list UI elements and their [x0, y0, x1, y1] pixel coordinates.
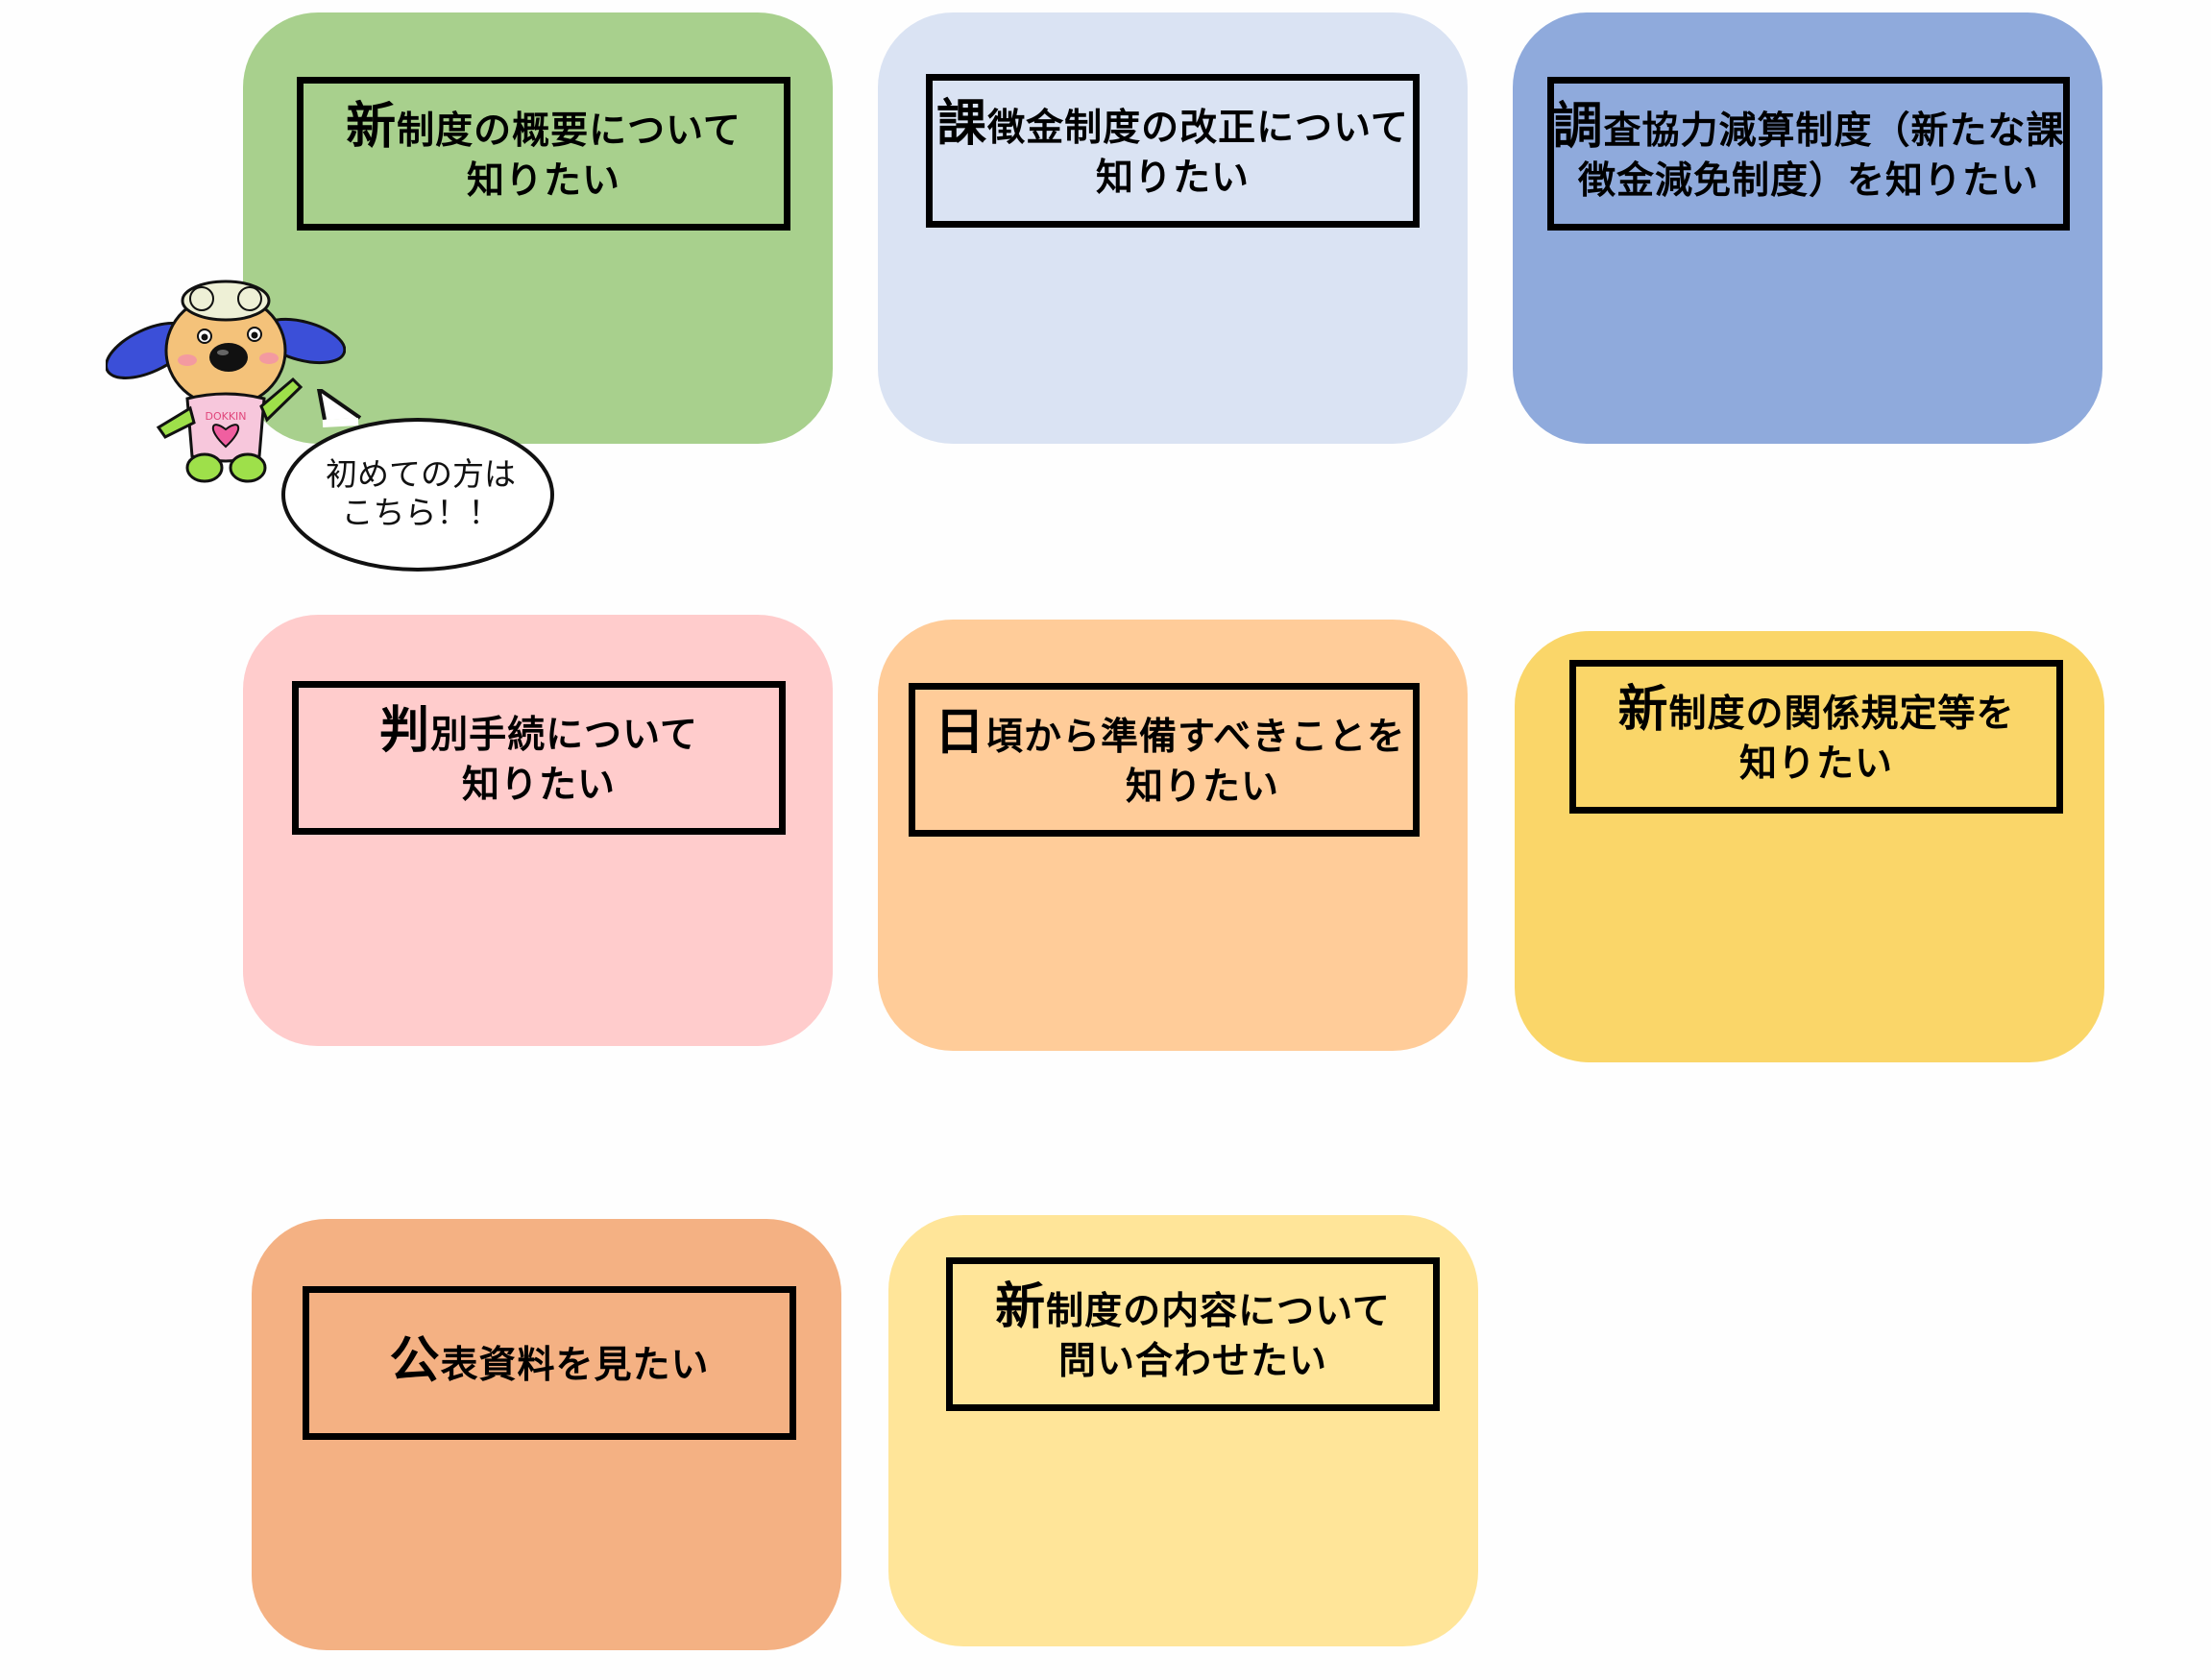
card-daily-preparation[interactable]: 日頃から準備すべきことを 知りたい — [878, 620, 1468, 1051]
card-initial: 新 — [995, 1278, 1047, 1336]
card-title-line2: 問い合わせたい — [1057, 1339, 1327, 1383]
card-initial: 新 — [346, 97, 398, 156]
card-label[interactable]: 新制度の関係規定等を 知りたい — [1569, 660, 2063, 814]
bubble-line1: 初めての方は — [326, 455, 516, 493]
card-label[interactable]: 調査協力減算制度（新たな課 徴金減免制度）を知りたい — [1547, 77, 2070, 231]
card-new-system-overview[interactable]: 新制度の概要について 知りたい — [243, 12, 833, 444]
card-title-line1: 頃から準備すべきことを — [985, 715, 1406, 759]
bubble-line2: こちら！！ — [341, 494, 500, 531]
card-initial: 新 — [1617, 680, 1669, 739]
card-surcharge-revision[interactable]: 課徴金制度の改正について 知りたい — [878, 12, 1468, 444]
card-title-line1: 表資料を見たい — [440, 1343, 710, 1387]
card-determination-procedure[interactable]: 判別手続について 知りたい — [243, 615, 833, 1046]
card-title-line1: 査協力減算制度（新たな課 — [1603, 109, 2065, 153]
card-title-line2: 知りたい — [1738, 742, 1893, 786]
card-label[interactable]: 公表資料を見たい — [303, 1286, 796, 1440]
card-title-line1: 制度の内容について — [1046, 1289, 1391, 1333]
mascot-shirt-text: DOKKIN — [205, 410, 246, 423]
card-related-regulations[interactable]: 新制度の関係規定等を 知りたい — [1515, 631, 2104, 1062]
card-title-line2: 徴金減免制度）を知りたい — [1577, 158, 2039, 203]
card-title-line2: 知りたい — [461, 763, 616, 807]
card-title-line1: 制度の関係規定等を — [1668, 692, 2015, 736]
card-title-line1: 徴金制度の改正について — [987, 106, 1409, 150]
card-title-line1: 別手続について — [430, 713, 698, 757]
card-initial: 公 — [389, 1331, 441, 1390]
card-label[interactable]: 新制度の内容について 問い合わせたい — [946, 1257, 1440, 1411]
card-label[interactable]: 課徴金制度の改正について 知りたい — [926, 74, 1420, 228]
card-label[interactable]: 判別手続について 知りたい — [292, 681, 786, 835]
card-title-line2: 知りたい — [1125, 765, 1279, 809]
card-initial: 課 — [936, 94, 988, 153]
card-label[interactable]: 新制度の概要について 知りたい — [297, 77, 790, 231]
card-public-materials[interactable]: 公表資料を見たい — [252, 1219, 841, 1650]
card-title-line2: 知りたい — [466, 158, 620, 203]
card-investigation-cooperation[interactable]: 調査協力減算制度（新たな課 徴金減免制度）を知りたい — [1513, 12, 2102, 444]
card-inquiries[interactable]: 新制度の内容について 問い合わせたい — [888, 1215, 1478, 1646]
card-label[interactable]: 日頃から準備すべきことを 知りたい — [909, 683, 1420, 837]
card-title-line1: 制度の概要について — [397, 109, 741, 153]
dog-mascot-icon[interactable]: DOKKIN — [106, 264, 346, 485]
card-initial: 日 — [935, 703, 986, 762]
card-title-line2: 知りたい — [1095, 156, 1250, 200]
card-initial: 調 — [1552, 97, 1604, 156]
speech-bubble — [281, 389, 554, 572]
speech-bubble-text[interactable]: 初めての方は こちら！！ — [305, 455, 536, 532]
card-initial: 判 — [379, 701, 431, 760]
